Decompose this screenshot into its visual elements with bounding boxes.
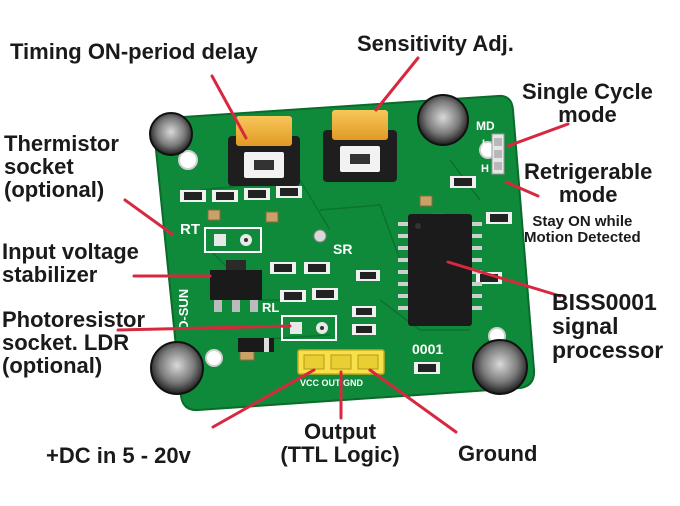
board-text-side-mark: D-SUN — [176, 289, 191, 330]
smd-resistors — [180, 176, 512, 335]
label-photoresistor-line1: Photoresistor — [2, 307, 146, 332]
label-output-line1: Output — [303, 419, 377, 444]
capacitor-top-right — [417, 94, 469, 146]
label-input-voltage-line1: Input voltage — [2, 239, 139, 264]
label-biss: BISS0001 signal processor — [552, 289, 664, 364]
sensitivity-potentiometer — [323, 110, 397, 182]
label-timing: Timing ON-period delay — [10, 40, 258, 63]
thermistor-socket — [204, 227, 262, 253]
board-text-l: L — [482, 138, 489, 150]
board-text-rt: RT — [180, 221, 200, 238]
label-input-voltage-line2: stabilizer — [2, 262, 98, 288]
label-single-cycle-line2: mode — [558, 102, 617, 128]
label-timing-text: Timing ON-period delay — [10, 39, 258, 64]
label-photoresistor: Photoresistor socket. LDR (optional) — [2, 308, 145, 377]
label-output-line2: (TTL Logic) — [280, 442, 400, 468]
capacitor-bottom-left — [150, 341, 204, 395]
label-thermistor-line2: socket — [4, 154, 74, 180]
label-retrigerable: Retrigerable mode — [524, 160, 652, 206]
label-stay-on-line2: Motion Detected — [524, 228, 641, 246]
diode — [238, 338, 274, 352]
arrow-retrigerable — [504, 180, 540, 198]
label-biss-line3: processor — [552, 337, 664, 364]
label-single-cycle: Single Cycle mode — [522, 80, 653, 126]
board-text-rl: RL — [262, 300, 279, 315]
ldr-socket — [281, 315, 337, 341]
label-stay-on-line1: Stay ON while — [532, 213, 633, 230]
arrow-biss — [446, 260, 562, 298]
board-text-sr: SR — [333, 241, 352, 257]
label-ground: Ground — [458, 442, 537, 465]
label-retrigerable-line1: Retrigerable — [524, 159, 653, 184]
label-sensitivity: Sensitivity Adj. — [357, 32, 514, 55]
label-sensitivity-text: Sensitivity Adj. — [357, 31, 514, 56]
voltage-regulator — [210, 260, 262, 312]
label-stay-on: Stay ON while Motion Detected — [524, 214, 641, 246]
arrow-photoresistor — [116, 324, 292, 332]
board-text-chip-code: 0001 — [412, 341, 443, 357]
annotation-arrows — [116, 56, 570, 434]
label-thermistor-line1: Thermistor — [4, 131, 119, 156]
arrow-dc-in — [211, 368, 316, 429]
capacitor-top-left — [149, 112, 193, 156]
arrow-sensitivity — [374, 56, 420, 112]
label-dc-in-text: +DC in 5 - 20v — [46, 443, 191, 468]
board-text-md: MD — [476, 119, 495, 133]
label-biss-line1: BISS0001 — [552, 289, 657, 315]
label-dc-in: +DC in 5 - 20v — [46, 444, 191, 467]
label-photoresistor-line2: socket. LDR — [2, 330, 130, 356]
board-text-pin-labels: VCC OUT GND — [300, 378, 364, 388]
arrow-timing — [210, 74, 248, 140]
label-retrigerable-line2: mode — [558, 182, 618, 208]
label-thermistor-line3: (optional) — [4, 177, 105, 203]
timing-potentiometer — [228, 116, 300, 186]
arrow-ground — [368, 368, 458, 434]
arrow-thermistor — [123, 198, 174, 236]
label-input-voltage: Input voltage stabilizer — [2, 240, 139, 286]
capacitor-bottom-right — [472, 339, 528, 395]
mode-jumper — [491, 133, 505, 175]
smd-0001-area — [414, 362, 440, 374]
board-text-h: H — [481, 163, 489, 175]
label-output: Output (TTL Logic) — [270, 420, 410, 466]
label-thermistor: Thermistor socket (optional) — [4, 132, 119, 201]
label-ground-text: Ground — [458, 441, 538, 466]
output-pin-header — [297, 349, 385, 375]
label-biss-line2: signal — [552, 313, 619, 340]
arrow-single-cycle — [506, 122, 570, 148]
label-single-cycle-line1: Single Cycle — [522, 79, 653, 104]
sr-test-pad — [313, 229, 327, 243]
label-photoresistor-line3: (optional) — [2, 353, 103, 379]
biss0001-chip — [398, 214, 482, 326]
